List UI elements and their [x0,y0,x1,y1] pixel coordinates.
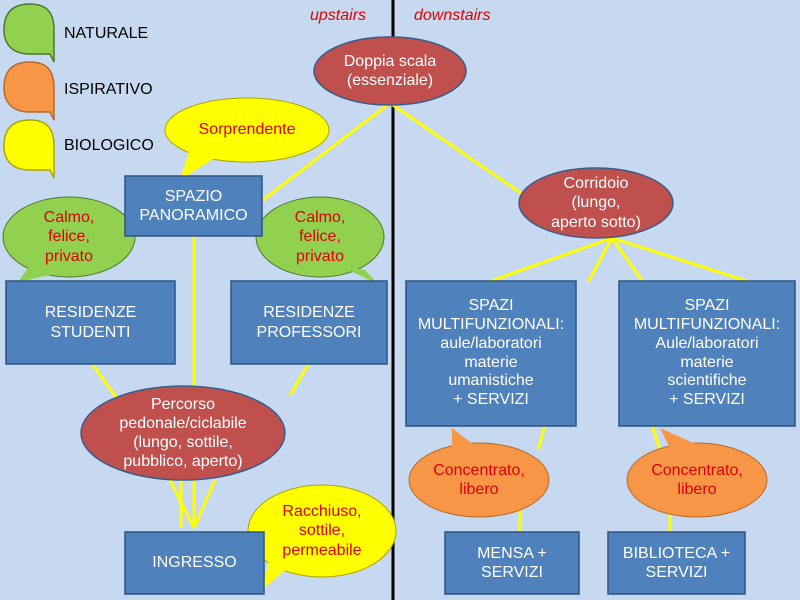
residenze-professori-label: RESIDENZE PROFESSORI [256,304,362,341]
downstairs-label: downstairs [414,7,491,24]
calmo-right-label: Calmo, felice, privato [294,209,346,265]
biblioteca-label: BIBLIOTECA + SERVIZI [622,544,731,581]
spazi-scientifiche-node [618,280,796,427]
residenze-studenti-node [5,280,176,365]
doppia-scala-node [313,36,467,106]
legend-ispirativo-label: ISPIRATIVO [64,81,153,98]
sorprendente-bubble [164,97,330,180]
racchiuso-label: Racchiuso, sottile, permeabile [282,503,362,559]
corridoio-node [518,167,674,239]
mensa-node [444,531,580,595]
legend-naturale-icon [3,3,55,63]
ingresso-label: INGRESSO [152,554,237,572]
biblioteca-node [607,531,746,595]
calmo-right-bubble [255,196,385,284]
mensa-label: MENSA + SERVIZI [477,544,547,581]
legend-biologico-label: BIOLOGICO [64,137,154,154]
percorso-node [80,385,286,481]
doppia-scala-label: Doppia scala (essenziale) [343,52,437,89]
concentrato-right-bubble [626,428,768,518]
concentrato-left-bubble [408,428,550,518]
upstairs-label: upstairs [310,7,367,24]
calmo-left-bubble [2,196,136,282]
spazio-panoramico-node [124,175,263,237]
legend-ispirativo-icon [3,61,55,121]
concentrato-left-label: Concentrato, libero [433,461,525,498]
residenze-professori-node [230,280,388,365]
corridoio-label: Corridoio (lungo, aperto sotto) [551,175,641,231]
calmo-left-label: Calmo, felice, privato [43,209,95,265]
ingresso-node [124,531,265,595]
spazi-umanistiche-label: SPAZI MULTIFUNZIONALI: aule/laboratori m… [417,296,565,409]
concentrato-right-label: Concentrato, libero [651,461,743,498]
spazi-umanistiche-node [405,280,577,427]
spazio-panoramico-label: SPAZIO PANORAMICO [139,187,248,224]
sorprendente-label: Sorprendente [198,121,296,139]
residenze-studenti-label: RESIDENZE STUDENTI [44,304,137,341]
legend-naturale-label: NATURALE [64,25,149,42]
legend-biologico-icon [3,119,55,179]
racchiuso-bubble [247,484,397,590]
percorso-label: Percorso pedonale/ciclabile (lungo, sott… [119,395,247,471]
spazi-scientifiche-label: SPAZI MULTIFUNZIONALI: Aule/laboratori m… [633,296,781,409]
